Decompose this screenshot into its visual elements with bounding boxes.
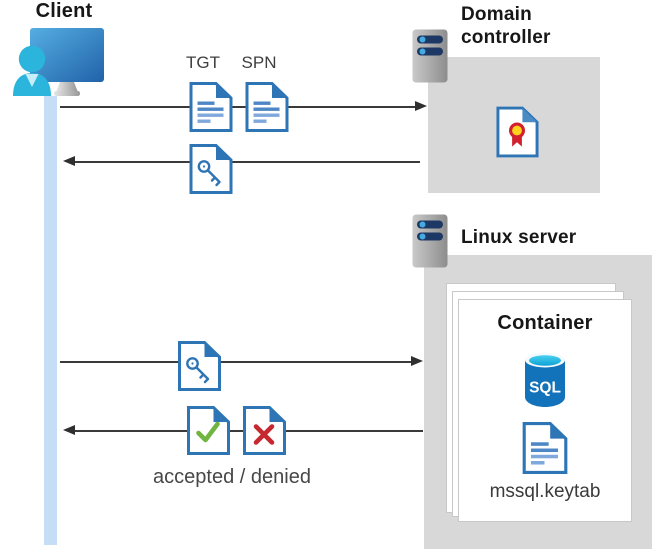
arrowhead-right-icon bbox=[411, 356, 423, 366]
client-label: Client bbox=[35, 0, 93, 22]
spn-document-icon bbox=[244, 82, 290, 132]
certificate-icon bbox=[495, 106, 540, 158]
tgt-label: TGT bbox=[186, 53, 220, 72]
linux-server-icon bbox=[412, 214, 448, 268]
service-ticket-key-document-icon bbox=[176, 341, 223, 391]
client-lifeline bbox=[44, 96, 57, 545]
domain-controller-label: Domain controller bbox=[461, 4, 551, 48]
sql-badge-text: SQL bbox=[529, 380, 561, 397]
arrowhead-right-icon bbox=[415, 101, 427, 111]
keytab-label: mssql.keytab bbox=[489, 481, 601, 502]
accepted-check-document-icon bbox=[185, 406, 232, 455]
ticket-key-document-icon bbox=[188, 144, 234, 194]
tgt-document-icon bbox=[188, 82, 234, 132]
arrow-request-to-domain-controller bbox=[60, 106, 415, 108]
arrow-request-to-container bbox=[60, 361, 411, 363]
container-label: Container bbox=[497, 312, 593, 334]
arrowhead-left-icon bbox=[63, 425, 75, 435]
spn-label: SPN bbox=[241, 53, 277, 72]
linux-server-label: Linux server bbox=[461, 227, 577, 248]
arrow-reply-from-domain-controller bbox=[75, 161, 420, 163]
sql-database-icon: SQL bbox=[525, 352, 565, 407]
keytab-document-icon bbox=[521, 422, 569, 474]
arrowhead-left-icon bbox=[63, 156, 75, 166]
client-icon bbox=[13, 28, 104, 96]
accepted-denied-label: accepted / denied bbox=[153, 466, 311, 488]
denied-x-document-icon bbox=[241, 406, 288, 455]
domain-controller-server-icon bbox=[412, 29, 448, 83]
container-page-front bbox=[458, 299, 632, 522]
